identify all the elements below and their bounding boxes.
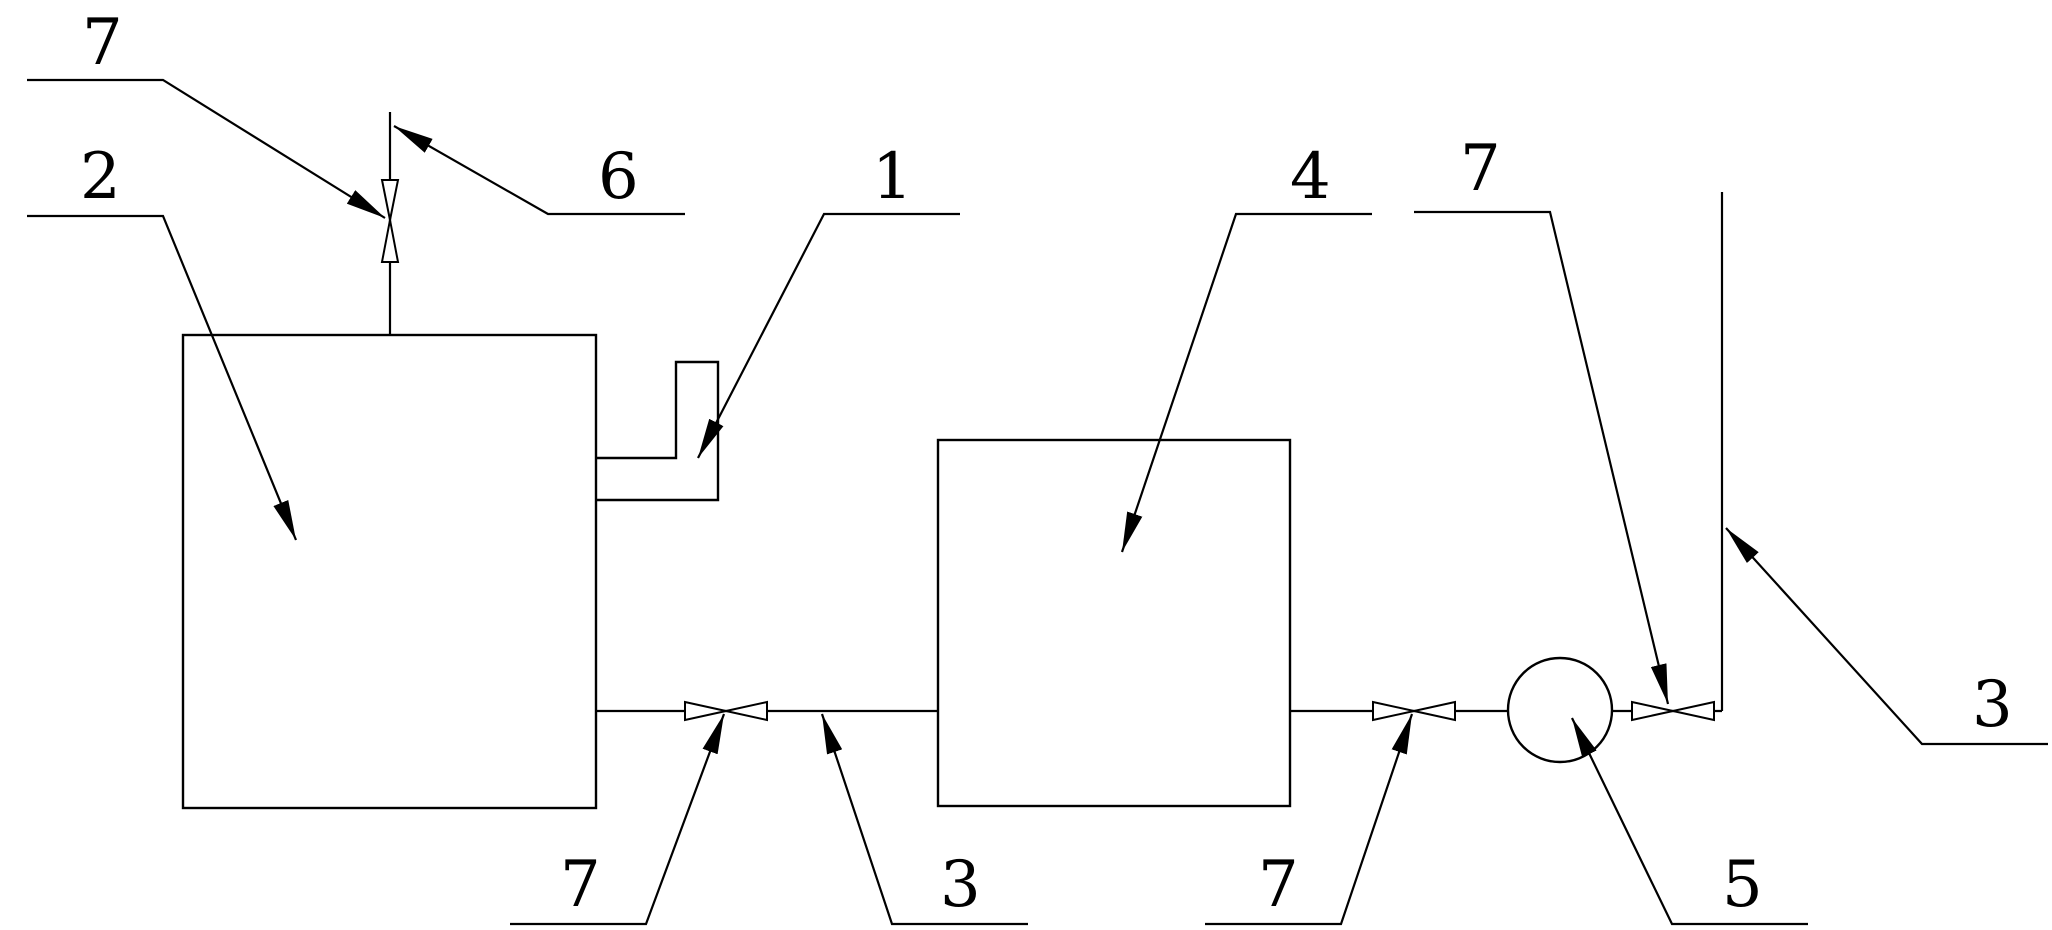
label-tank-middle: 4 <box>1290 140 1331 214</box>
bottom-right-valve <box>1372 700 1456 722</box>
leader-tank-middle <box>1120 212 1372 553</box>
label-tank-left: 2 <box>80 140 121 214</box>
label-vent-pipe: 6 <box>598 140 639 214</box>
label-inlet-pipe: 1 <box>872 140 913 214</box>
leader-vent-pipe <box>393 125 685 216</box>
leader-inlet-pipe <box>697 212 960 459</box>
label-valve-top: 7 <box>82 6 123 80</box>
leader-valve-top <box>27 78 386 219</box>
vent-valve <box>380 179 400 263</box>
label-pump: 5 <box>1722 848 1763 922</box>
label-right-valve: 7 <box>1460 132 1501 206</box>
inlet-pipe <box>596 360 720 502</box>
leader-riser-pipe <box>1725 527 2048 746</box>
leader-pump <box>1571 717 1808 926</box>
leader-bottom-right-valve <box>1205 713 1414 926</box>
label-riser-pipe: 3 <box>1972 668 2013 742</box>
pump <box>1506 656 1614 764</box>
tank-left <box>181 333 598 810</box>
label-pipe-between-tanks: 3 <box>940 848 981 922</box>
label-bottom-right-valve: 7 <box>1258 848 1299 922</box>
leader-pipe-between-tanks <box>820 713 1028 926</box>
leader-tank-left <box>27 214 298 541</box>
tank-middle <box>936 438 1292 808</box>
right-valve <box>1631 700 1715 722</box>
label-bottom-left-valve: 7 <box>560 848 601 922</box>
bottom-left-valve <box>684 700 768 722</box>
leader-right-valve <box>1414 210 1670 705</box>
leader-bottom-left-valve <box>510 713 726 926</box>
